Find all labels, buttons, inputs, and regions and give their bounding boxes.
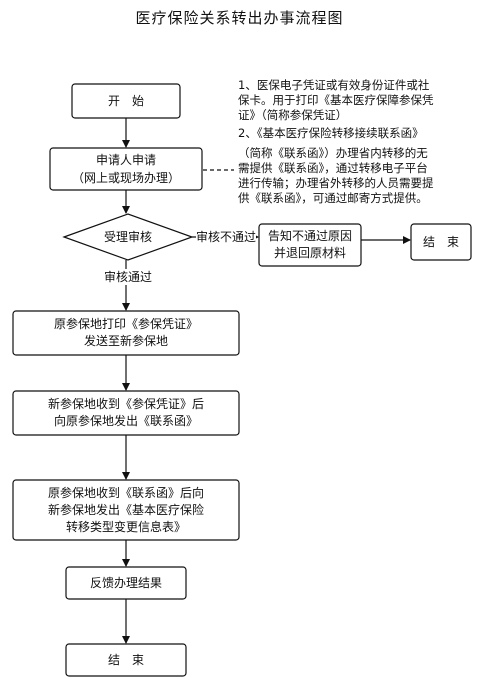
review-label: 受理审核 xyxy=(103,230,152,244)
apply-label-line2: （网上或现场办理） xyxy=(71,171,180,185)
end-right-label: 结 束 xyxy=(422,235,459,249)
receive1-label-line1: 新参保地收到《参保凭证》后 xyxy=(47,397,204,411)
note-line-3: 证》（简称参保凭证） xyxy=(238,108,348,122)
reject-label-line2: 并退回原材料 xyxy=(273,246,346,260)
print-label-line2: 发送至新参保地 xyxy=(83,334,168,348)
start-label: 开 始 xyxy=(107,94,144,108)
note-line-7: 进行传输；办理省外转移的人员需要提 xyxy=(238,176,434,190)
note-line-5: （简称《联系函》）办理省内转移的无 xyxy=(238,146,428,160)
reject-label-line1: 告知不通过原因 xyxy=(267,229,352,243)
edge-label-passed: 审核通过 xyxy=(104,269,153,285)
page-title: 医疗保险关系转出办事流程图 xyxy=(135,9,344,27)
end-bottom-label: 结 束 xyxy=(107,653,144,667)
end-bottom-box xyxy=(65,643,187,677)
note-line-1: 1、医保电子凭证或有效身份证件或社 xyxy=(238,78,430,92)
print-label-line1: 原参保地打印《参保凭证》 xyxy=(53,317,198,331)
note-line-2: 保卡。用于打印《基本医疗保障参保凭 xyxy=(238,93,434,107)
receive2-label-line3: 转移类型变更信息表》 xyxy=(65,520,186,534)
end-right-box xyxy=(410,223,472,261)
receive2-label-line1: 原参保地收到《联系函》后向 xyxy=(47,486,204,500)
note-line-4: 2、《基本医疗保险转移接续联系函》 xyxy=(238,126,424,140)
edge-label-not-passed: 审核不通过 xyxy=(196,229,257,245)
feedback-label: 反馈办理结果 xyxy=(89,576,162,590)
receive2-label-line2: 新参保地发出《基本医疗保险 xyxy=(47,503,204,517)
note-line-6: 需提供《联系函》，通过转移电子平台 xyxy=(238,161,428,175)
reject-box xyxy=(258,223,362,267)
receive1-label-line2: 向原参保地发出《联系函》 xyxy=(53,414,198,428)
note-line-8: 供《联系函》，可通过邮寄方式提供。 xyxy=(238,191,428,205)
apply-label-line1: 申请人申请 xyxy=(95,153,156,167)
